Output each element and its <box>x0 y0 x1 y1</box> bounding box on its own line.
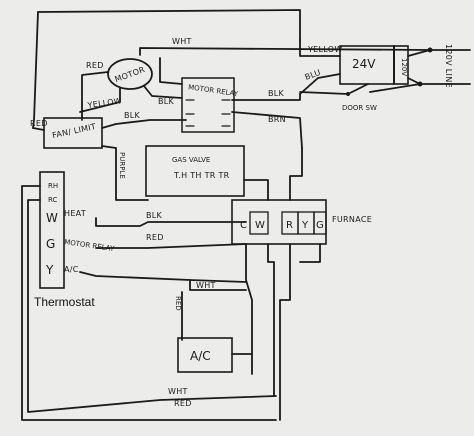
yellow-top-label: YELLOW <box>307 45 343 54</box>
left-outer-wire <box>32 11 39 129</box>
transformer-label: 24V <box>352 57 376 71</box>
red-motor-label: RED <box>86 61 104 70</box>
purple-label: PURPLE <box>118 152 126 179</box>
red-vert-label: RED <box>174 296 182 311</box>
furnace-c-down <box>245 243 253 375</box>
y-wire <box>79 271 247 283</box>
motor-red-wire <box>81 71 109 121</box>
relay-left-wire <box>159 57 183 85</box>
motor-symbol <box>107 58 153 90</box>
thermostat-rc-label: RC <box>48 196 58 204</box>
red-mid-label: RED <box>146 233 164 242</box>
wht-mid-label: WHT <box>196 281 216 290</box>
motor-relay-label: MOTOR RELAY <box>188 83 240 98</box>
yellow-top-wire <box>299 39 341 57</box>
fan-red-wire <box>32 127 45 131</box>
blk-right-label: BLK <box>268 89 285 98</box>
red-bottom-label: RED <box>174 399 192 408</box>
ac-unit-box <box>177 337 233 373</box>
blk-bottom-label: BLK <box>146 211 163 220</box>
transformer-120-label: 120V <box>400 58 408 76</box>
thermostat-label: Thermostat <box>34 295 95 309</box>
ac-unit-label: A/C <box>190 349 211 363</box>
purple-wire <box>101 145 149 201</box>
motor-label: MOTOR <box>114 65 147 84</box>
terminal-y-label: Y <box>301 220 309 231</box>
furnace-label: FURNACE <box>332 215 372 224</box>
wht-mid-wire <box>189 279 247 291</box>
brn-down-wire <box>289 147 303 201</box>
thermostat-g-label: G <box>46 237 55 251</box>
motor-relay-box <box>181 77 235 133</box>
red-fan-label: RED <box>30 119 48 128</box>
line-wire-top <box>407 49 471 57</box>
thermostat-y-label: Y <box>45 263 54 277</box>
fan-limit-box <box>43 117 103 149</box>
blk-motor-label: BLK <box>158 97 175 106</box>
furnace-y-down <box>279 243 291 421</box>
gas-valve-box <box>145 145 245 197</box>
fan-limit-label: FAN/ LIMIT <box>51 122 96 140</box>
terminal-w-box <box>249 211 269 235</box>
line-connection <box>427 47 433 53</box>
motor-yellow-wire <box>79 87 121 113</box>
line-label: 120V LINE <box>444 44 453 88</box>
furnace-r-down <box>267 243 275 397</box>
thermostat-box <box>39 171 65 289</box>
gas-valve-right-wire <box>243 179 269 201</box>
yellow-motor-label: YELLOW <box>86 96 122 110</box>
door-switch-blade <box>347 83 369 95</box>
door-switch-wire <box>299 91 349 95</box>
terminal-g-label: G <box>316 220 324 231</box>
blk-fan-label: BLK <box>124 111 141 120</box>
terminal-c-label: C <box>240 220 247 231</box>
wht-top-label: WHT <box>172 37 192 46</box>
g-wire <box>95 243 247 249</box>
thermostat-heat-label: HEAT <box>64 209 86 218</box>
transformer-primary <box>393 45 409 85</box>
wht-bottom-label: WHT <box>168 387 188 396</box>
relay-blk-right-wire <box>231 93 301 101</box>
terminal-g-box <box>313 211 327 235</box>
relay-brn-wire <box>231 111 303 149</box>
gas-valve-label: GAS VALVE <box>172 156 210 164</box>
terminal-w-label: W <box>255 220 265 231</box>
w-wire <box>95 217 247 227</box>
relay-blk-fan-wire <box>115 119 187 125</box>
thermostat-left-wire-1 <box>21 185 277 421</box>
gas-terms-label: T.H TH TR TR <box>173 171 230 180</box>
thermostat-rh-label: RH <box>48 182 58 190</box>
door-sw-label: DOOR SW <box>342 104 377 112</box>
wht-top-wire <box>139 47 431 56</box>
door-switch-pivot <box>346 92 350 96</box>
thermostat-w-label: W <box>46 211 58 225</box>
thermostat-ac-label: A/C <box>64 265 79 274</box>
motor-blk-wire <box>143 85 183 99</box>
thermostat-motor-relay-label: MOTOR RELAY <box>64 238 116 253</box>
fan-limit-right <box>101 123 117 129</box>
thermostat-left-wire-2 <box>27 199 277 413</box>
terminal-r-label: R <box>286 220 293 231</box>
top-outer-wire <box>37 9 301 41</box>
blu-wire <box>299 73 341 95</box>
blu-label: BLU <box>304 68 322 82</box>
furnace-g-down <box>299 243 321 263</box>
brn-label: BRN <box>268 115 286 124</box>
door-switch-out <box>369 83 421 93</box>
line-wire-bottom <box>407 77 471 85</box>
